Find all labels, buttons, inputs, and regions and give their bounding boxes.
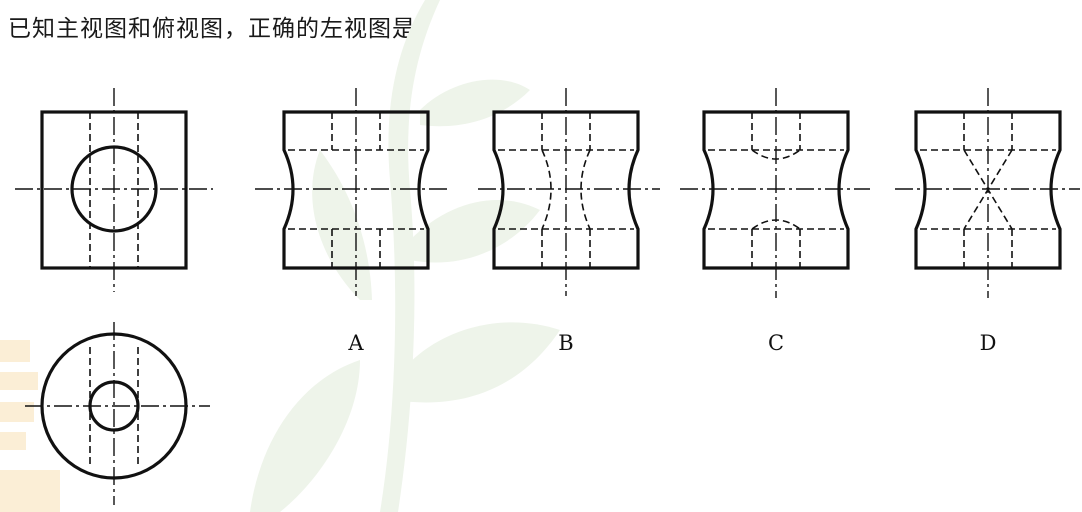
option-a-label[interactable]: A — [347, 331, 364, 355]
option-b-label[interactable]: B — [558, 331, 573, 355]
option-a-view: A — [255, 88, 448, 355]
question-text: 已知主视图和俯视图，正确的左视图是 — [8, 16, 416, 42]
option-d-label[interactable]: D — [980, 331, 997, 355]
option-c-label[interactable]: C — [768, 331, 784, 355]
top-view — [25, 322, 210, 505]
option-b-view: B — [478, 88, 660, 355]
option-d-view: D — [895, 88, 1080, 355]
front-view — [15, 88, 213, 292]
option-c-view: C — [680, 88, 870, 355]
